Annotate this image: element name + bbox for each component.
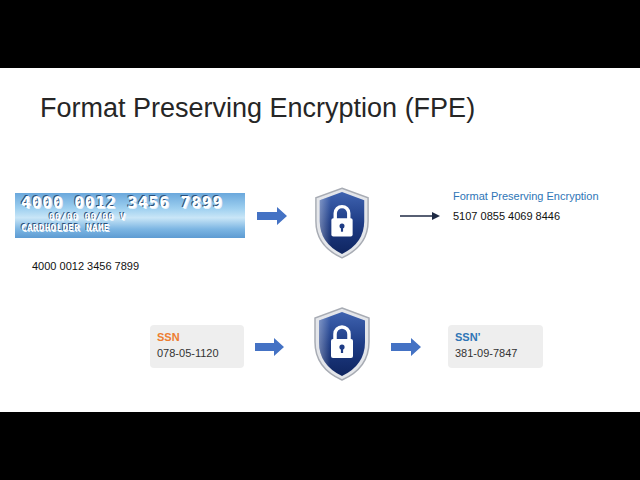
field-name: SSN’ [455, 331, 536, 344]
field-value: 381-09-7847 [455, 347, 536, 360]
lock-shield [315, 308, 369, 380]
encrypted-number: 5107 0855 4069 8446 [453, 210, 560, 222]
cardholder-name: CARDHOLDER NAME [21, 223, 239, 233]
block-arrow [391, 338, 421, 356]
card-number-text: 4000 0012 3456 7899 [32, 260, 139, 272]
output-heading: Format Preserving Encryption [453, 190, 599, 202]
letterbox-bar [0, 0, 640, 68]
output-box: SSN’ 381-09-7847 [448, 325, 543, 368]
input-box: SSN 078-05-1120 [150, 325, 244, 368]
credit-card: 4000 0012 3456 789900/00 00/00 VCARDHOLD… [15, 193, 245, 238]
output-arrow [400, 215, 434, 217]
lock-shield [316, 188, 368, 258]
card-number: 4000 0012 3456 7899 [21, 194, 239, 212]
block-arrow [257, 207, 287, 225]
letterbox-bar [0, 412, 640, 480]
field-name: SSN [157, 331, 237, 344]
block-arrow [255, 338, 284, 356]
card-expiry: 00/00 00/00 V [49, 212, 239, 222]
field-value: 078-05-1120 [157, 347, 237, 360]
arrow-head [432, 212, 440, 220]
slide-title: Format Preserving Encryption (FPE) [40, 93, 475, 124]
